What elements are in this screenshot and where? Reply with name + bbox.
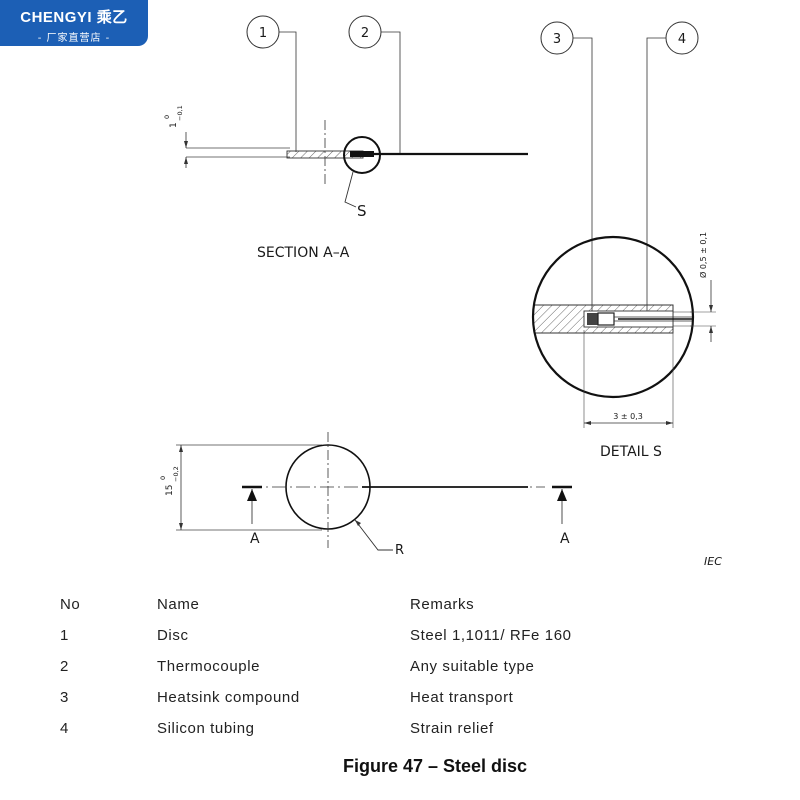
detail-s-circle	[343, 136, 381, 174]
balloon-2-label: 2	[361, 26, 369, 41]
section-marker-right: A	[560, 531, 570, 547]
heatsink-compound	[587, 313, 600, 325]
section-thickness-tol-upper: 0	[163, 115, 171, 119]
figure-caption: Figure 47 – Steel disc	[342, 756, 528, 776]
column-header-remarks: Remarks	[410, 596, 475, 613]
brand-name: CHENGYI 乘乙	[20, 9, 128, 26]
balloon-1-label: 1	[259, 26, 267, 41]
section-thickness-main: 1	[169, 122, 179, 128]
table-row: 4 Silicon tubing Strain relief	[60, 720, 700, 751]
cell-name: Silicon tubing	[157, 720, 255, 737]
detail-diameter-label: Ø 0,5 ± 0,1	[698, 232, 708, 278]
cell-no: 4	[60, 720, 69, 737]
plan-diameter-tol-lower: −0,2	[172, 466, 180, 482]
cell-remarks: Any suitable type	[410, 658, 535, 675]
detail-marker: S	[357, 202, 367, 220]
cell-name: Heatsink compound	[157, 689, 300, 706]
section-title: SECTION A–A	[257, 245, 350, 261]
plan-view: 15 0 −0,2 A A R	[159, 432, 572, 558]
cell-name: Disc	[157, 627, 189, 644]
detail-title: DETAIL S	[600, 444, 662, 460]
column-header-no: No	[60, 596, 81, 613]
table-header-row: No Name Remarks	[60, 596, 700, 627]
section-marker-left: A	[250, 531, 260, 547]
cell-name: Thermocouple	[157, 658, 261, 675]
table-row: 2 Thermocouple Any suitable type	[60, 658, 700, 689]
section-thickness-tol-lower: −0,1	[176, 105, 184, 121]
detail-view: 3 4	[531, 21, 716, 460]
section-view: 1 0 −0,1 S 1 2 SECTION A–A	[163, 15, 528, 261]
parts-table: No Name Remarks 1 Disc Steel 1,1011/ RFe…	[60, 596, 700, 751]
column-header-name: Name	[157, 596, 200, 613]
technical-drawing: 1 0 −0,1 S 1 2 SECTION A–A	[159, 15, 722, 568]
detail-length-label: 3 ± 0,3	[613, 412, 643, 421]
table-row: 3 Heatsink compound Heat transport	[60, 689, 700, 720]
cell-no: 2	[60, 658, 69, 675]
cell-no: 3	[60, 689, 69, 706]
brand-tagline: - 厂家直营店 -	[37, 33, 111, 44]
table-row: 1 Disc Steel 1,1011/ RFe 160	[60, 627, 700, 658]
cell-remarks: Strain relief	[410, 720, 494, 737]
plan-diameter-main: 15	[165, 485, 175, 496]
balloon-3-label: 3	[553, 32, 561, 47]
balloon-4-label: 4	[678, 32, 686, 47]
radius-label: R	[395, 543, 404, 558]
plan-diameter-tol-upper: 0	[159, 476, 167, 480]
brand-logo: CHENGYI 乘乙 - 厂家直营店 -	[0, 0, 148, 46]
source-label: IEC	[704, 555, 722, 568]
cell-no: 1	[60, 627, 69, 644]
cell-remarks: Heat transport	[410, 689, 514, 706]
cell-remarks: Steel 1,1011/ RFe 160	[410, 627, 572, 644]
